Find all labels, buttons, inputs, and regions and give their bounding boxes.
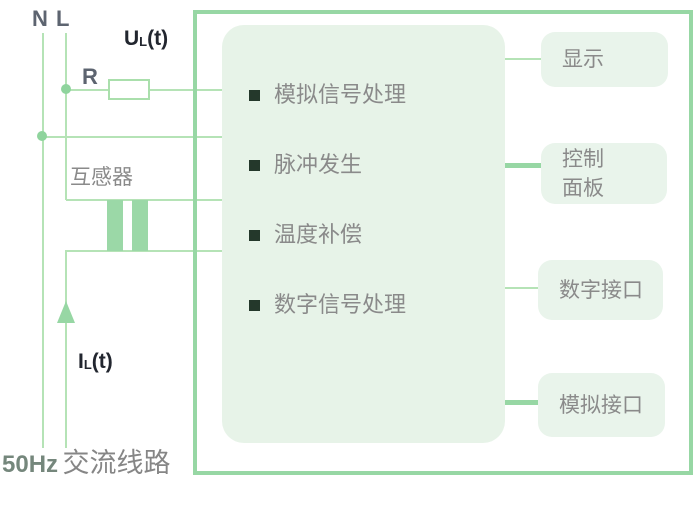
peripheral-box-control-panel: 控制 面板 — [541, 143, 667, 204]
source-label: 50Hz 交流线路 — [2, 447, 174, 484]
wire-neutral-branch — [42, 136, 222, 138]
junction-dot-l — [61, 84, 71, 94]
current-symbol: I — [78, 350, 84, 373]
wire-l-vertical — [65, 33, 67, 200]
function-label: 温度补偿 — [274, 222, 363, 247]
peripheral-label: 数字接口 — [559, 277, 643, 302]
wire-transformer-bottom — [66, 250, 222, 252]
junction-dot-n — [37, 131, 47, 141]
resistor-label: R — [82, 64, 98, 89]
function-list-item: 数字信号处理 — [249, 293, 406, 317]
voltage-signal-label: UL(t) — [124, 27, 168, 51]
source-description: 交流线路 — [62, 448, 171, 478]
peripheral-label: 模拟接口 — [559, 392, 643, 417]
voltage-symbol: U — [124, 27, 140, 50]
function-list-item: 模拟信号处理 — [249, 83, 406, 107]
bullet-square-icon — [249, 299, 260, 311]
peripheral-box-analog-interface: 模拟接口 — [538, 373, 665, 437]
transformer-label: 互感器 — [70, 165, 133, 189]
connector-display — [505, 58, 541, 60]
signal-processing-block — [222, 25, 505, 443]
current-signal-label: IL(t) — [78, 350, 113, 374]
current-suffix: (t) — [91, 350, 113, 373]
function-label: 数字信号处理 — [274, 292, 407, 317]
current-arrow-up-icon — [57, 301, 75, 323]
function-list-item: 脉冲发生 — [249, 153, 362, 177]
source-frequency: 50Hz — [2, 451, 59, 478]
function-label: 脉冲发生 — [274, 152, 363, 177]
connector-analog-interface — [505, 400, 538, 405]
peripheral-label: 控制 面板 — [562, 146, 604, 200]
function-list-item: 温度补偿 — [249, 223, 362, 247]
bullet-square-icon — [249, 89, 260, 101]
peripheral-box-display: 显示 — [541, 32, 668, 87]
function-label: 模拟信号处理 — [274, 82, 407, 107]
meter-enclosure-outline — [193, 10, 693, 475]
voltage-subscript: L — [139, 34, 148, 49]
wire-n-vertical — [42, 33, 44, 448]
wire-l-label: L — [56, 6, 70, 31]
transformer-core-bar — [107, 200, 123, 251]
wire-n-label: N — [32, 6, 48, 31]
bullet-square-icon — [249, 159, 260, 171]
connector-digital-interface — [505, 287, 538, 289]
peripheral-box-digital-interface: 数字接口 — [538, 260, 663, 320]
transformer-core-bar — [132, 200, 148, 251]
bullet-square-icon — [249, 229, 260, 241]
connector-control-panel — [505, 163, 541, 168]
wire-current-vertical — [65, 250, 67, 448]
peripheral-label: 显示 — [562, 47, 604, 71]
voltage-suffix: (t) — [147, 27, 169, 50]
current-subscript: L — [83, 357, 92, 372]
resistor-symbol — [108, 79, 150, 100]
